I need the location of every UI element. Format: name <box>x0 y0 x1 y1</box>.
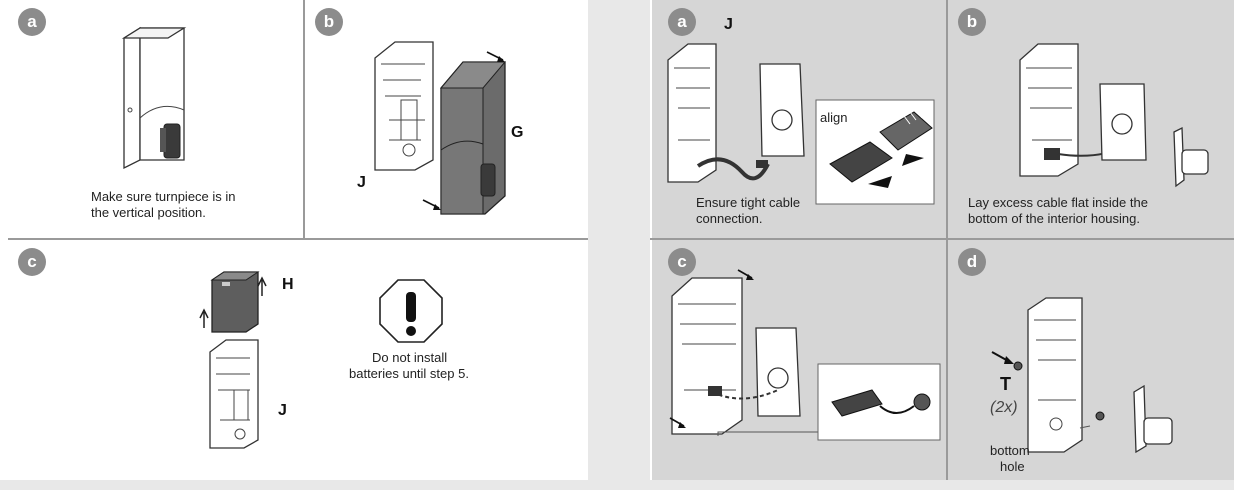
step-badge-b: b <box>315 8 343 36</box>
step-badge-a: a <box>18 8 46 36</box>
caption-line-2: the vertical position. <box>91 205 206 220</box>
part-label-g: G <box>511 124 524 141</box>
interior-housing-illustration <box>374 41 507 215</box>
caption-line-2: connection. <box>696 211 763 226</box>
battery-pack-illustration <box>199 271 443 449</box>
step-badge-b: b <box>958 8 986 36</box>
step-badge-d: d <box>958 248 986 276</box>
caption-line-1: Make sure turnpiece is in <box>91 189 236 204</box>
step-badge-c: c <box>668 248 696 276</box>
left-panel-a: a Make sure turnpiece is in the vertical… <box>0 0 303 238</box>
divider <box>8 238 588 240</box>
right-page: a J align Ensure tight cable connection.… <box>650 0 1234 480</box>
hole-label-line-1: bottom <box>990 443 1030 458</box>
left-panel-c: c H J Do not install batteries until ste… <box>0 240 588 480</box>
part-label-t: T <box>1000 374 1011 394</box>
warning-text-line-2: batteries until step 5. <box>349 366 469 381</box>
caption-line-1: Lay excess cable flat inside the <box>968 195 1148 210</box>
warning-octagon-icon <box>379 279 443 343</box>
cable-routing-illustration <box>1019 43 1209 188</box>
step-badge-c: c <box>18 248 46 276</box>
cable-connection-illustration <box>667 43 935 205</box>
hole-label-line-2: hole <box>1000 459 1025 474</box>
caption-line-1: Ensure tight cable <box>696 195 801 210</box>
quantity-label: (2x) <box>990 399 1018 416</box>
part-label-j: J <box>724 16 733 33</box>
left-page: a Make sure turnpiece is in the vertical… <box>0 0 588 480</box>
right-panel-b: b Lay excess cable flat inside the botto… <box>948 0 1234 238</box>
left-panel-b: b G J <box>305 0 588 238</box>
divider <box>303 0 305 238</box>
warning-text-line-1: Do not install <box>372 350 448 365</box>
right-panel-a: a J align Ensure tight cable connection. <box>652 0 946 238</box>
inset-label-align: align <box>820 110 848 125</box>
part-label-h: H <box>282 276 294 293</box>
exterior-lock-illustration <box>121 26 187 170</box>
divider <box>650 238 1234 240</box>
divider <box>946 0 948 480</box>
right-panel-c: c <box>652 240 946 480</box>
housing-placement-illustration <box>669 269 941 441</box>
right-panel-d: d T (2x) bottom hole <box>948 240 1234 480</box>
caption-line-2: bottom of the interior housing. <box>968 211 1140 226</box>
part-label-j: J <box>278 402 287 419</box>
step-badge-a: a <box>668 8 696 36</box>
part-label-j: J <box>357 174 366 191</box>
screw-installation-illustration <box>991 297 1173 454</box>
